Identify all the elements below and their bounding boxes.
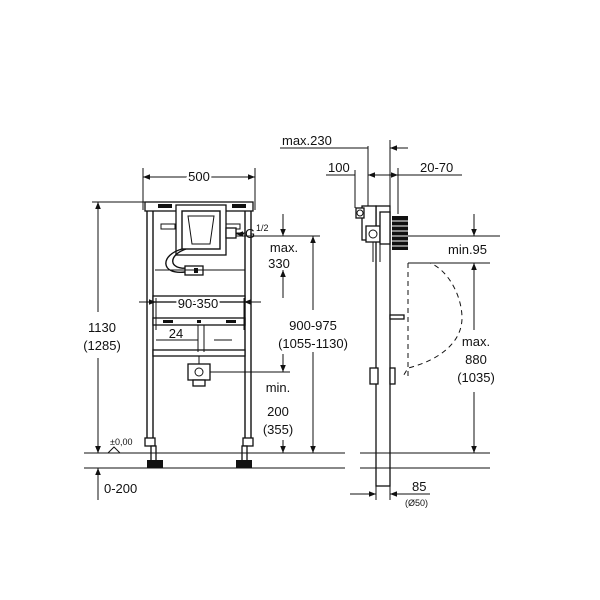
min-value: 200 — [267, 404, 289, 419]
max-230-dimension: max.230 — [280, 133, 408, 215]
side-frame — [375, 205, 391, 487]
max-value: 330 — [268, 256, 290, 271]
front-view: 500 — [83, 167, 348, 500]
span-label: 90-350 — [178, 296, 218, 311]
max-depth-label: max.230 — [282, 133, 332, 148]
urinal-outline — [401, 262, 463, 379]
side-fittings — [355, 205, 408, 262]
offset-dimension: 24 — [156, 325, 232, 352]
base-label: 85 — [412, 479, 426, 494]
range-alt-label: (1055-1130) — [278, 336, 348, 351]
max-label: max. — [270, 240, 298, 255]
depth-range-label: 20-70 — [420, 160, 453, 175]
height-label: 1130 — [88, 320, 116, 335]
base-dimension: 85 (Ø50) — [350, 468, 430, 508]
offset-label: 24 — [169, 326, 183, 341]
min-95-label: min.95 — [448, 242, 487, 257]
width-dimension: 500 — [142, 167, 256, 210]
max-880-value: 880 — [465, 352, 487, 367]
max-880-alt-value: (1035) — [457, 370, 495, 385]
height-dimension: 1130 (1285) — [83, 201, 145, 454]
range-dimension: 900-975 (1055-1130) — [260, 235, 348, 453]
thread-callout: G 1/2 — [236, 223, 269, 241]
floor-depth-dimension: 0-200 — [95, 436, 137, 500]
floor-label: ±0,00 — [110, 437, 132, 447]
span-dimension: 90-350 — [139, 294, 261, 330]
thread-label: G — [245, 226, 255, 241]
min-dimension: min. 200 (355) — [210, 354, 293, 453]
depth-range-dimension: 20-70 — [380, 160, 462, 214]
side-view: max.230 100 20-70 — [280, 133, 500, 508]
floor-level: ±0,00 — [84, 437, 345, 469]
min-95-dimension: min.95 — [408, 214, 500, 264]
installation-frame — [144, 201, 254, 468]
thread-fraction: 1/2 — [256, 223, 269, 233]
range-label: 900-975 — [289, 318, 337, 333]
max-880-label: max. — [462, 334, 490, 349]
floor-depth-label: 0-200 — [104, 481, 137, 496]
pipe-label: (Ø50) — [405, 498, 428, 508]
min-label: min. — [266, 380, 291, 395]
min-alt-value: (355) — [263, 422, 293, 437]
depth-100-dimension: 100 — [326, 160, 385, 208]
depth-100-label: 100 — [328, 160, 350, 175]
max-880-dimension: max. 880 (1035) — [457, 263, 495, 453]
width-label: 500 — [188, 169, 210, 184]
height-alt-label: (1285) — [83, 338, 121, 353]
